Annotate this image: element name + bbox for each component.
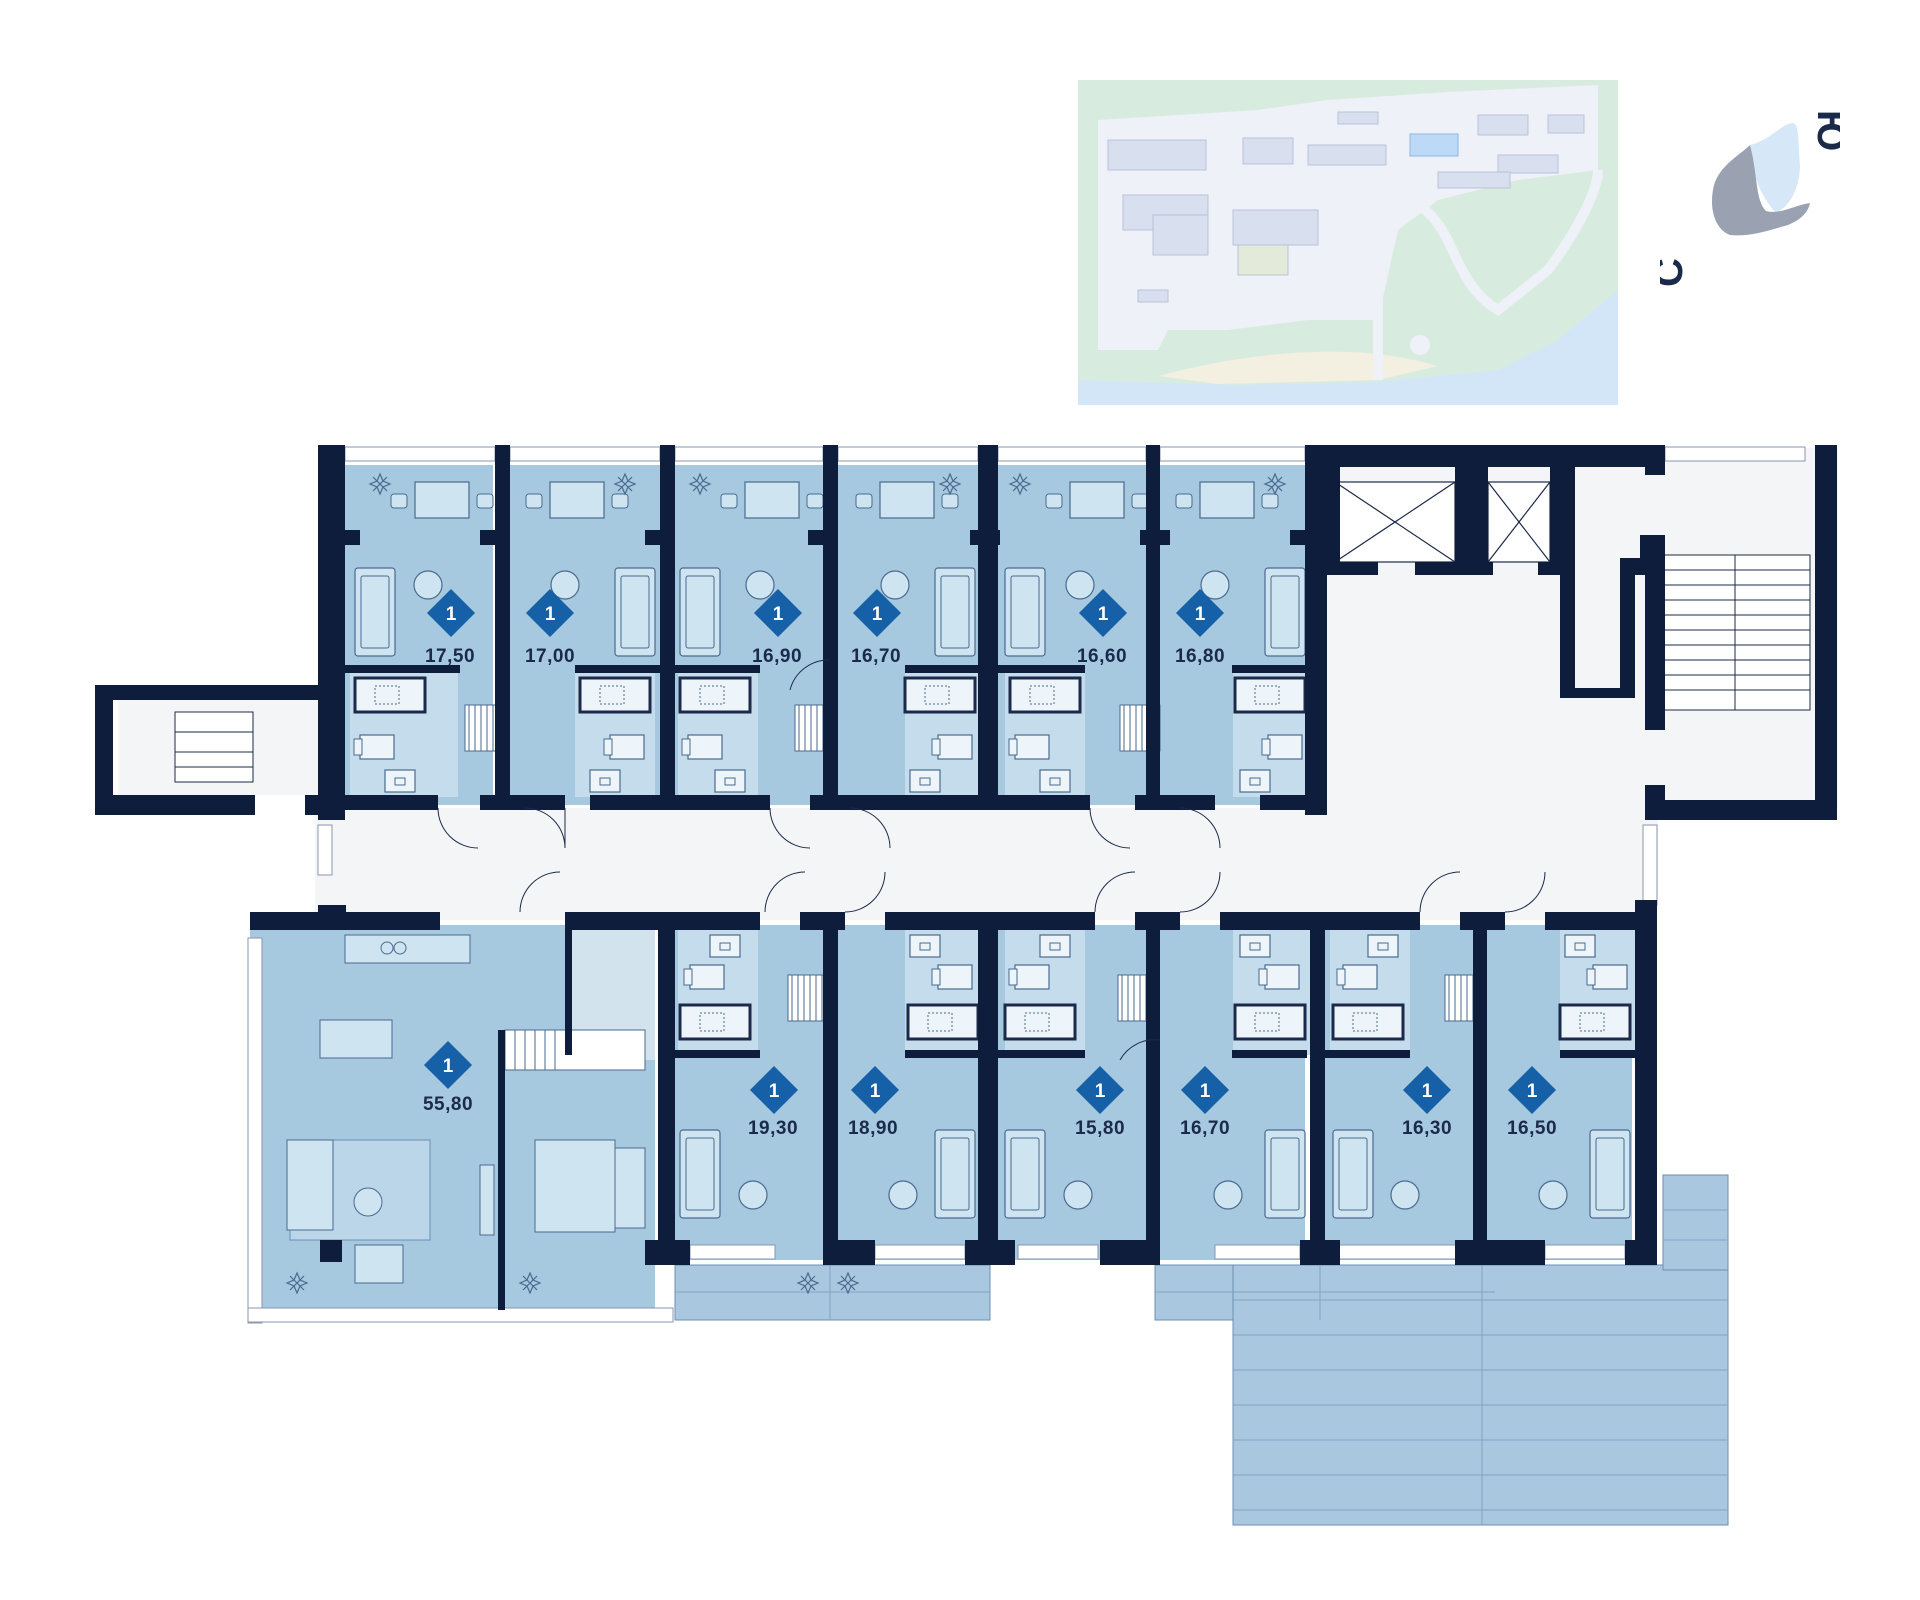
compass: Ю С: [1660, 110, 1840, 287]
unit-badge: 1: [850, 1065, 900, 1115]
unit-area: 16,30: [1402, 1118, 1452, 1139]
unit-badge: 1: [852, 588, 902, 638]
unit-area: 19,30: [748, 1118, 798, 1139]
bottom-row-areas: 19,30 18,90 15,80 16,70 16,30 16,50: [748, 1118, 1557, 1139]
unit-badge: 1: [1507, 1065, 1557, 1115]
map-building: [1137, 289, 1169, 303]
walls: [95, 445, 1837, 1310]
unit-badge: 1: [1175, 588, 1225, 638]
map-building: [1237, 244, 1289, 276]
compass-south-label: Ю: [1809, 110, 1840, 151]
map-road: [1405, 169, 1603, 317]
map-building: [1547, 114, 1585, 134]
map-building: [1152, 214, 1209, 256]
unit-badge: 1: [525, 588, 575, 638]
unit-badge: 1: [1180, 1065, 1230, 1115]
bottom-row-badges: 1 1 1 1 1 1: [749, 1065, 1557, 1115]
unit-area: 16,70: [1180, 1118, 1230, 1139]
top-row-badges: 1 1 1 1 1 1: [426, 588, 1225, 638]
unit-rooms: 1: [773, 604, 784, 625]
terrace-large: [1232, 1264, 1729, 1526]
compass-north-label: С: [1660, 258, 1691, 287]
unit-rooms: 1: [1195, 604, 1206, 625]
terrace-east: [1662, 1174, 1729, 1271]
map-building: [1307, 144, 1387, 166]
unit-badge: 1: [1402, 1065, 1452, 1115]
unit-rooms: 1: [443, 1056, 454, 1077]
map-water: [1078, 290, 1618, 405]
site-plan-map: [1078, 80, 1618, 405]
unit-area: 17,50: [425, 646, 475, 667]
map-building: [1497, 154, 1559, 174]
unit-rooms: 1: [870, 1081, 881, 1102]
large-unit-badge: 1: [423, 1040, 473, 1090]
unit-area: 16,50: [1507, 1118, 1557, 1139]
unit-rooms: 1: [1422, 1081, 1433, 1102]
unit-area: 15,80: [1075, 1118, 1125, 1139]
map-building-highlighted: [1409, 133, 1459, 157]
map-building: [1107, 139, 1207, 171]
unit-rooms: 1: [872, 604, 883, 625]
west-stairs: [174, 711, 254, 783]
compass-icon: [1711, 122, 1810, 236]
unit-area: 16,90: [752, 646, 802, 667]
map-building: [1477, 114, 1529, 136]
map-building: [1437, 171, 1511, 189]
top-row-areas: 17,50 17,00 16,90 16,70 16,60 16,80: [425, 646, 1225, 667]
unit-badge: 1: [749, 1065, 799, 1115]
unit-rooms: 1: [769, 1081, 780, 1102]
unit-area: 16,80: [1175, 646, 1225, 667]
map-beach: [1158, 351, 1438, 384]
unit-rooms: 1: [1200, 1081, 1211, 1102]
windows: [247, 446, 1806, 1324]
large-unit-area: 55,80: [423, 1094, 473, 1115]
unit-rooms: 1: [545, 604, 556, 625]
unit-area: 16,70: [851, 646, 901, 667]
unit-badge: 1: [1078, 588, 1128, 638]
unit-badge: 1: [753, 588, 803, 638]
unit-rooms: 1: [1527, 1081, 1538, 1102]
map-roundabout: [1410, 335, 1430, 355]
furniture-large-apartment: [286, 934, 646, 1294]
unit-area: 18,90: [848, 1118, 898, 1139]
map-paved-area: [1098, 85, 1598, 350]
map-building: [1242, 137, 1294, 165]
unit-badge: 1: [426, 588, 476, 638]
map-building: [1337, 111, 1379, 125]
door-swings: [437, 659, 1546, 1061]
terraces: [674, 1174, 1729, 1526]
unit-rooms: 1: [1095, 1081, 1106, 1102]
east-stairs: [1659, 554, 1811, 711]
unit-rooms: 1: [1098, 604, 1109, 625]
unit-area: 17,00: [525, 646, 575, 667]
unit-badge: 1: [1075, 1065, 1125, 1115]
lift-shafts: [1334, 481, 1551, 563]
unit-rooms: 1: [446, 604, 457, 625]
unit-area: 16,60: [1077, 646, 1127, 667]
